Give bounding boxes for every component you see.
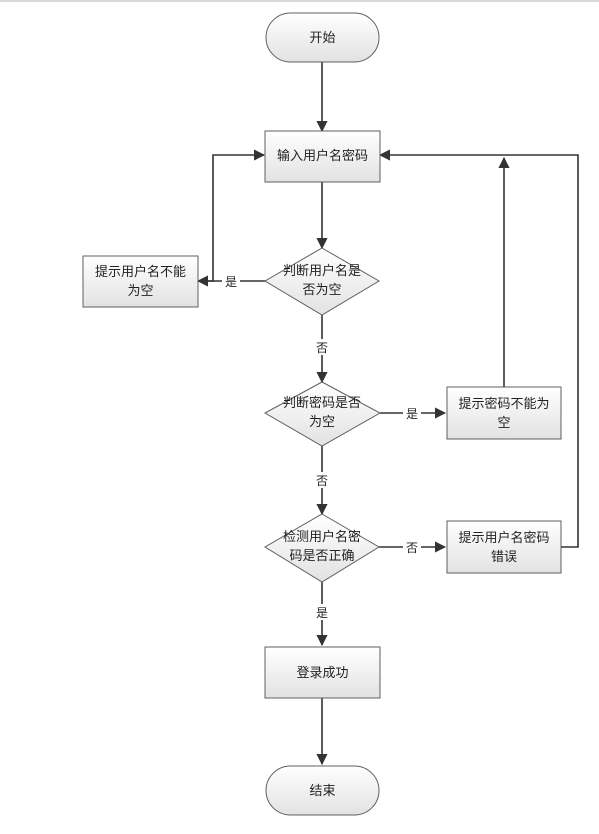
node-start-label: 开始 — [309, 31, 335, 46]
node-end-label: 结束 — [309, 784, 335, 799]
node-input: 输入用户名密码 — [264, 130, 381, 183]
node-check-pass-empty-line2: 为空 — [309, 415, 335, 430]
edge-prompt-wrong-back — [378, 149, 579, 548]
node-end: 结束 — [265, 765, 380, 816]
node-check-pass-empty: 判断密码是否 为空 — [263, 381, 382, 447]
node-check-user-empty-line2: 否为空 — [302, 283, 341, 298]
node-check-correct-line2: 码是否正确 — [289, 549, 354, 564]
node-prompt-wrong-line2: 错误 — [491, 550, 517, 565]
node-prompt-user-empty: 提示用户名不能 为空 — [82, 255, 199, 308]
edge-label-pass-no: 否 — [316, 474, 328, 488]
node-check-user-empty: 判断用户名是 否为空 — [264, 247, 380, 316]
node-prompt-user-empty-line2: 为空 — [127, 284, 153, 299]
edge-label-user-yes: 是 — [225, 275, 237, 289]
node-prompt-wrong: 提示用户名密码 错误 — [446, 520, 562, 574]
edge-label-pass-yes: 是 — [406, 407, 418, 421]
node-prompt-pass-empty-line2: 空 — [497, 416, 510, 431]
edge-label-correct-yes: 是 — [316, 606, 328, 620]
edge-label-user-no: 否 — [316, 341, 328, 355]
connectors — [196, 62, 579, 766]
edge-label-correct-no: 否 — [406, 541, 418, 555]
node-check-user-empty-line1: 判断用户名是 — [283, 263, 361, 279]
node-input-label: 输入用户名密码 — [277, 148, 368, 164]
top-border — [0, 0, 599, 2]
node-check-correct-line1: 检测用户名密 — [283, 529, 361, 545]
node-prompt-pass-empty-line1: 提示密码不能为 — [458, 396, 549, 412]
node-prompt-user-empty-line1: 提示用户名不能 — [95, 264, 186, 280]
node-prompt-wrong-line1: 提示用户名密码 — [458, 530, 549, 546]
node-start: 开始 — [265, 12, 380, 63]
node-success: 登录成功 — [264, 646, 381, 699]
edge-prompt-user-back — [198, 149, 266, 282]
node-prompt-pass-empty: 提示密码不能为 空 — [446, 386, 562, 440]
node-check-pass-empty-line1: 判断密码是否 — [283, 395, 361, 411]
node-success-label: 登录成功 — [296, 666, 348, 681]
node-check-correct: 检测用户名密 码是否正确 — [264, 513, 380, 583]
